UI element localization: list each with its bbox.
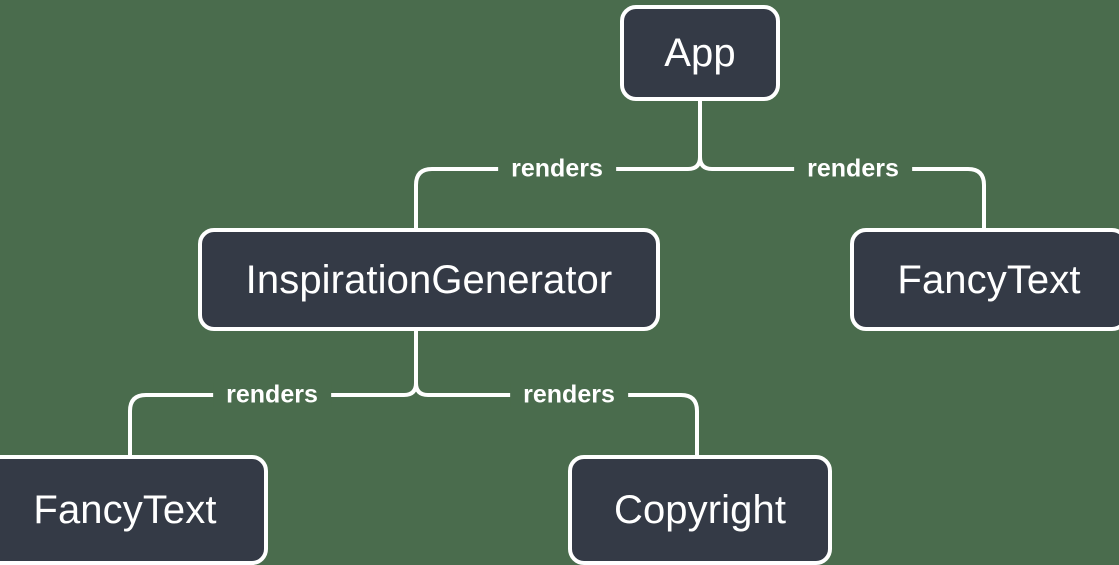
node-fancytext-right[interactable]: FancyText: [850, 228, 1119, 331]
node-app-label: App: [664, 31, 736, 75]
edge-label-app-fancytext-right: renders: [794, 156, 912, 182]
node-inspirationgenerator-label: InspirationGenerator: [245, 257, 613, 302]
edge-label-inspirationgenerator-copyright: renders: [510, 382, 628, 408]
node-fancytext-left-label: FancyText: [33, 488, 217, 532]
node-app[interactable]: App: [620, 5, 780, 101]
node-fancytext-right-label: FancyText: [897, 257, 1081, 302]
node-fancytext-left[interactable]: FancyText: [0, 455, 268, 565]
edge-label-inspirationgenerator-fancytext-left: renders: [213, 382, 331, 408]
edge-label-app-inspirationgenerator: renders: [498, 156, 616, 182]
node-inspirationgenerator[interactable]: InspirationGenerator: [198, 228, 660, 331]
node-copyright-label: Copyright: [613, 488, 787, 532]
node-copyright[interactable]: Copyright: [568, 455, 832, 565]
